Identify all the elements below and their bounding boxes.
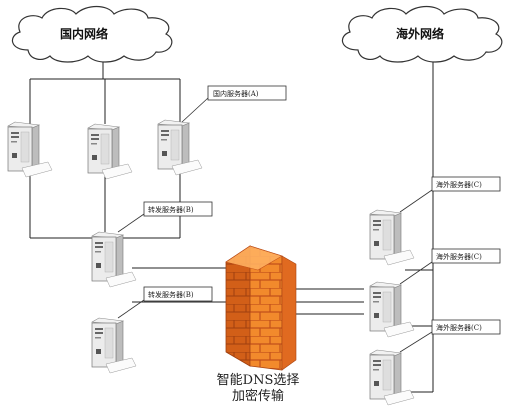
- server-tower-icon: [369, 349, 415, 406]
- server-overseas-3: [369, 349, 415, 406]
- cloud-domestic: 国内网络: [11, 5, 173, 63]
- callout-overseas-server-3: 海外服务器(C): [399, 319, 501, 353]
- callout-label-overseas-1: 海外服务器(C): [436, 180, 482, 189]
- callout-relay-server-1: 转发服务器(B): [117, 201, 213, 233]
- callout-label-overseas-2: 海外服务器(C): [436, 252, 482, 261]
- callout-label-domestic: 国内服务器(A): [213, 89, 259, 98]
- firewall-label-line2: 加密传输: [232, 388, 284, 404]
- callout-label-overseas-3: 海外服务器(C): [436, 323, 482, 332]
- callout-label-relay-2: 转发服务器(B): [148, 290, 194, 299]
- server-domestic-2: [87, 123, 133, 180]
- connection-lines: [29, 62, 434, 393]
- server-relay-2: [91, 317, 137, 374]
- server-overseas-1: [369, 209, 415, 266]
- server-tower-icon: [87, 123, 133, 180]
- firewall: 智能DNS选择 加密传输: [217, 245, 300, 404]
- firewall-label-line1: 智能DNS选择: [217, 373, 300, 388]
- cloud-icon: [11, 5, 173, 63]
- cloud-label-overseas: 海外网络: [396, 26, 444, 41]
- cloud-label-domestic: 国内网络: [60, 26, 108, 41]
- callout-label-relay-1: 转发服务器(B): [148, 205, 194, 214]
- server-tower-icon: [369, 281, 415, 338]
- callout-relay-server-2: 转发服务器(B): [117, 286, 213, 319]
- server-domestic-1: [7, 121, 53, 178]
- server-tower-icon: [91, 231, 137, 288]
- server-tower-icon: [369, 209, 415, 266]
- callout-overseas-server-2: 海外服务器(C): [399, 248, 501, 285]
- cloud-icon: [341, 5, 503, 63]
- cloud-overseas: 海外网络: [341, 5, 503, 63]
- server-overseas-2: [369, 281, 415, 338]
- server-relay-1: [91, 231, 137, 288]
- callout-domestic-server: 国内服务器(A): [181, 85, 287, 123]
- server-tower-icon: [91, 317, 137, 374]
- server-tower-icon: [7, 121, 53, 178]
- callout-overseas-server-1: 海外服务器(C): [399, 176, 501, 213]
- server-tower-icon: [157, 119, 203, 176]
- server-domestic-3: [157, 119, 203, 176]
